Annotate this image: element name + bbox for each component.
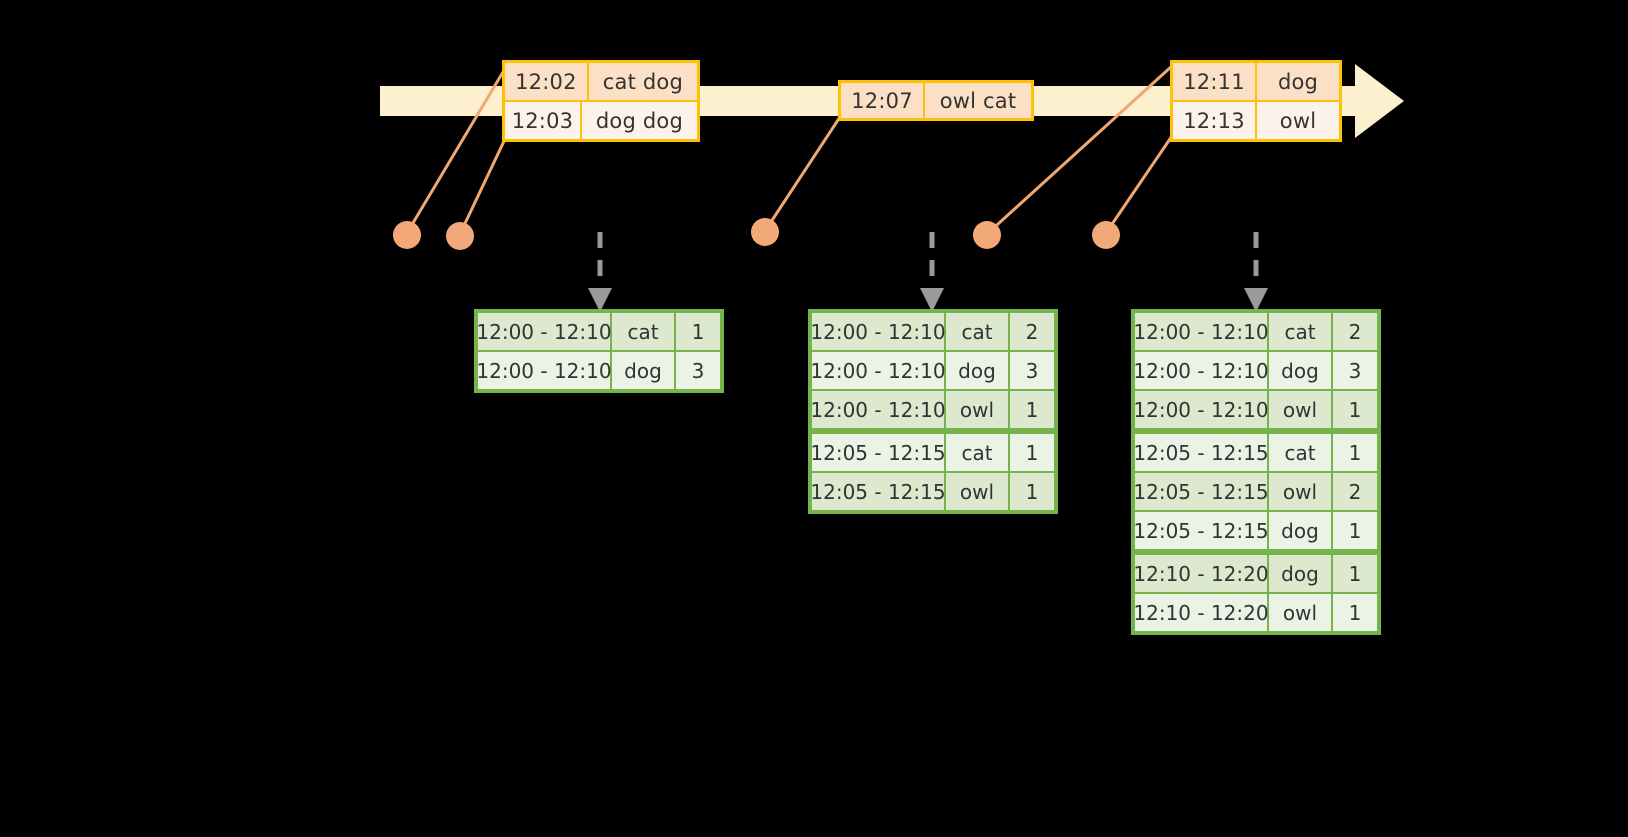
cell-window: 12:00 - 12:10 bbox=[810, 391, 946, 428]
event-words: owl cat bbox=[939, 88, 1017, 113]
cell-count: 1 bbox=[1010, 473, 1054, 510]
event-dot bbox=[973, 221, 1001, 249]
timeline-event-group-2[interactable]: 12:07 owl cat bbox=[838, 80, 1034, 121]
event-words: dog bbox=[1277, 69, 1319, 94]
cell-window: 12:05 - 12:15 bbox=[810, 473, 946, 510]
cell-window: 12:05 - 12:15 bbox=[1133, 434, 1269, 471]
result-window-group: 12:10 - 12:20 dog 1 12:10 - 12:20 owl 1 bbox=[1133, 555, 1377, 631]
cell-count: 1 bbox=[676, 313, 720, 350]
event-dot bbox=[393, 221, 421, 249]
table-row[interactable]: 12:10 - 12:20 dog 1 bbox=[1133, 555, 1377, 592]
cell-window: 12:00 - 12:10 bbox=[1133, 391, 1269, 428]
event-words: cat dog bbox=[602, 69, 683, 94]
cell-word: dog bbox=[1269, 512, 1331, 549]
result-table-2[interactable]: 12:00 - 12:10 cat 2 12:00 - 12:10 dog 3 … bbox=[808, 309, 1058, 514]
cell-count: 2 bbox=[1010, 313, 1054, 350]
table-row[interactable]: 12:05 - 12:15 cat 1 bbox=[1133, 434, 1377, 471]
event-time: 12:03 bbox=[505, 102, 582, 139]
result-table-3[interactable]: 12:00 - 12:10 cat 2 12:00 - 12:10 dog 3 … bbox=[1131, 309, 1381, 635]
timeline-event-row[interactable]: 12:02 cat dog bbox=[505, 63, 697, 100]
cell-window: 12:00 - 12:10 bbox=[810, 352, 946, 389]
table-row[interactable]: 12:05 - 12:15 owl 1 bbox=[810, 473, 1054, 510]
cell-window: 12:00 - 12:10 bbox=[476, 313, 612, 350]
event-time: 12:11 bbox=[1173, 63, 1257, 100]
timeline-event-group-3[interactable]: 12:11 dog 12:13 owl bbox=[1170, 60, 1342, 142]
cell-count: 1 bbox=[1333, 512, 1377, 549]
cell-word: cat bbox=[612, 313, 674, 350]
cell-word: dog bbox=[612, 352, 674, 389]
table-row[interactable]: 12:00 - 12:10 dog 3 bbox=[476, 352, 720, 389]
cell-window: 12:05 - 12:15 bbox=[810, 434, 946, 471]
result-table-1[interactable]: 12:00 - 12:10 cat 1 12:00 - 12:10 dog 3 bbox=[474, 309, 724, 393]
event-words: dog dog bbox=[595, 108, 683, 133]
table-row[interactable]: 12:00 - 12:10 owl 1 bbox=[1133, 391, 1377, 428]
cell-word: cat bbox=[946, 313, 1008, 350]
cell-window: 12:05 - 12:15 bbox=[1133, 473, 1269, 510]
cell-count: 3 bbox=[1333, 352, 1377, 389]
cell-word: dog bbox=[946, 352, 1008, 389]
cell-window: 12:10 - 12:20 bbox=[1133, 594, 1269, 631]
cell-word: owl bbox=[1269, 594, 1331, 631]
table-row[interactable]: 12:05 - 12:15 dog 1 bbox=[1133, 512, 1377, 549]
cell-count: 1 bbox=[1010, 434, 1054, 471]
result-window-group: 12:05 - 12:15 cat 1 12:05 - 12:15 owl 2 … bbox=[1133, 434, 1377, 549]
cell-word: owl bbox=[1269, 391, 1331, 428]
event-dot bbox=[751, 218, 779, 246]
timeline-event-row[interactable]: 12:07 owl cat bbox=[841, 83, 1031, 118]
cell-word: cat bbox=[946, 434, 1008, 471]
event-time: 12:07 bbox=[841, 83, 925, 118]
cell-count: 3 bbox=[676, 352, 720, 389]
cell-count: 1 bbox=[1010, 391, 1054, 428]
cell-word: owl bbox=[1269, 473, 1331, 510]
table-row[interactable]: 12:10 - 12:20 owl 1 bbox=[1133, 594, 1377, 631]
cell-word: cat bbox=[1269, 313, 1331, 350]
table-row[interactable]: 12:00 - 12:10 owl 1 bbox=[810, 391, 1054, 428]
timeline-event-row[interactable]: 12:11 dog bbox=[1173, 63, 1339, 100]
timeline-event-row[interactable]: 12:13 owl bbox=[1173, 100, 1339, 139]
table-row[interactable]: 12:00 - 12:10 cat 1 bbox=[476, 313, 720, 350]
table-row[interactable]: 12:05 - 12:15 cat 1 bbox=[810, 434, 1054, 471]
cell-count: 1 bbox=[1333, 555, 1377, 592]
event-dot bbox=[1092, 221, 1120, 249]
cell-word: dog bbox=[1269, 555, 1331, 592]
cell-count: 2 bbox=[1333, 473, 1377, 510]
table-row[interactable]: 12:00 - 12:10 cat 2 bbox=[1133, 313, 1377, 350]
table-row[interactable]: 12:00 - 12:10 dog 3 bbox=[1133, 352, 1377, 389]
result-window-group: 12:05 - 12:15 cat 1 12:05 - 12:15 owl 1 bbox=[810, 434, 1054, 510]
cell-word: cat bbox=[1269, 434, 1331, 471]
cell-count: 1 bbox=[1333, 391, 1377, 428]
cell-count: 1 bbox=[1333, 434, 1377, 471]
cell-word: dog bbox=[1269, 352, 1331, 389]
result-window-group: 12:00 - 12:10 cat 1 12:00 - 12:10 dog 3 bbox=[476, 313, 720, 389]
cell-count: 3 bbox=[1010, 352, 1054, 389]
timeline-event-group-1[interactable]: 12:02 cat dog 12:03 dog dog bbox=[502, 60, 700, 142]
cell-count: 1 bbox=[1333, 594, 1377, 631]
cell-window: 12:05 - 12:15 bbox=[1133, 512, 1269, 549]
cell-window: 12:10 - 12:20 bbox=[1133, 555, 1269, 592]
table-row[interactable]: 12:00 - 12:10 dog 3 bbox=[810, 352, 1054, 389]
event-time: 12:13 bbox=[1173, 102, 1257, 139]
timeline-event-row[interactable]: 12:03 dog dog bbox=[505, 100, 697, 139]
event-dots bbox=[393, 218, 1120, 250]
table-row[interactable]: 12:00 - 12:10 cat 2 bbox=[810, 313, 1054, 350]
cell-count: 2 bbox=[1333, 313, 1377, 350]
table-row[interactable]: 12:05 - 12:15 owl 2 bbox=[1133, 473, 1377, 510]
cell-word: owl bbox=[946, 391, 1008, 428]
event-words: owl bbox=[1279, 108, 1317, 133]
cell-word: owl bbox=[946, 473, 1008, 510]
cell-window: 12:00 - 12:10 bbox=[810, 313, 946, 350]
cell-window: 12:00 - 12:10 bbox=[476, 352, 612, 389]
cell-window: 12:00 - 12:10 bbox=[1133, 352, 1269, 389]
result-window-group: 12:00 - 12:10 cat 2 12:00 - 12:10 dog 3 … bbox=[1133, 313, 1377, 428]
event-time: 12:02 bbox=[505, 63, 589, 100]
event-dot bbox=[446, 222, 474, 250]
cell-window: 12:00 - 12:10 bbox=[1133, 313, 1269, 350]
emit-arrows bbox=[597, 232, 1259, 292]
result-window-group: 12:00 - 12:10 cat 2 12:00 - 12:10 dog 3 … bbox=[810, 313, 1054, 428]
